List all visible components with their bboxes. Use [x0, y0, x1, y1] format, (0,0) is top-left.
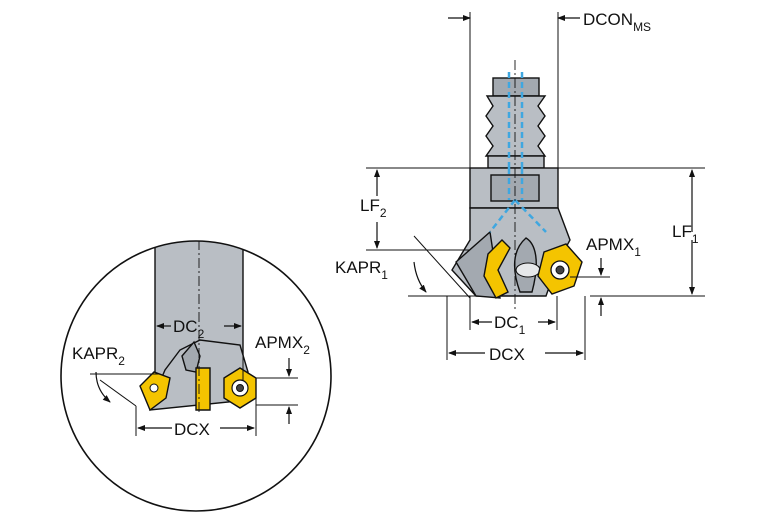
- kapr2-label: KAPR2: [72, 344, 125, 368]
- lf1-dimension: [558, 167, 705, 297]
- apmx1-label: APMX1: [586, 235, 641, 259]
- dcon-label: DCONMS: [583, 10, 651, 34]
- lf2-dimension: [366, 167, 470, 251]
- dcx-detail-dimension: [135, 398, 257, 436]
- apmx1-dimension: [570, 258, 610, 316]
- threaded-shank: [484, 77, 547, 169]
- detail-view: DC2 APMX2 KAPR2 DCX: [60, 240, 332, 512]
- coolant-channels: [489, 72, 547, 233]
- lf2-label: LF2: [360, 196, 387, 220]
- kapr1-dimension: [408, 235, 476, 299]
- dc2-label: DC2: [173, 317, 205, 341]
- dc1-dimension: [469, 296, 558, 330]
- kapr1-label: KAPR1: [335, 258, 388, 282]
- dcx-main-label: DCX: [489, 345, 525, 364]
- detail-circle: [60, 240, 332, 512]
- insert-left: [483, 239, 511, 299]
- dc1-label: DC1: [494, 313, 526, 337]
- insert-right: [537, 243, 583, 295]
- lf1-label: LF1: [672, 222, 699, 246]
- apmx2-dimension: [256, 358, 298, 424]
- main-tool-view: DCONMS LF1 LF2 KAPR1 A: [335, 10, 705, 364]
- kapr2-dimension: [90, 371, 160, 407]
- dcon-dimension: [448, 12, 580, 168]
- dcx-detail-label: DCX: [174, 420, 210, 439]
- dcx-main-dimension: [446, 296, 586, 360]
- dc2-dimension: [154, 318, 244, 380]
- apmx2-label: APMX2: [255, 333, 310, 357]
